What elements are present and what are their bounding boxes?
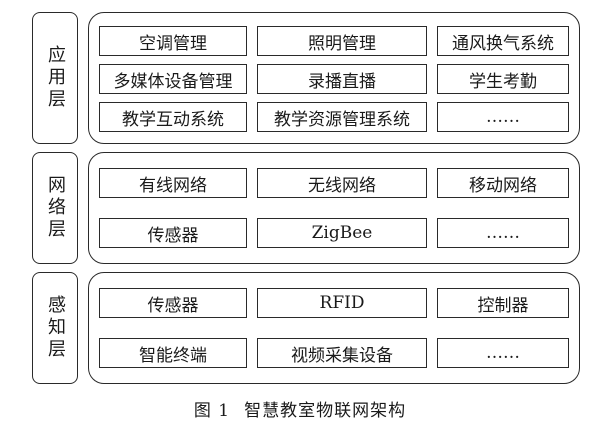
diagram-node: …… — [437, 218, 569, 248]
perception-layer-group: 传感器 RFID 控制器 智能终端 视频采集设备 …… — [88, 272, 580, 384]
diagram-node: 有线网络 — [99, 168, 247, 198]
figure-caption: 图 1 智慧教室物联网架构 — [0, 395, 600, 421]
diagram-node: 无线网络 — [257, 168, 427, 198]
diagram-node: 教学互动系统 — [99, 102, 247, 132]
diagram-node: 学生考勤 — [437, 64, 569, 94]
layer-label-application: 应用层 — [32, 12, 78, 144]
network-layer-group: 有线网络 无线网络 移动网络 传感器 ZigBee …… — [88, 152, 580, 264]
layer-label-text: 应用层 — [45, 45, 66, 111]
diagram-node: 视频采集设备 — [257, 338, 427, 368]
layer-label-text: 感知层 — [45, 295, 66, 361]
diagram-node: 教学资源管理系统 — [257, 102, 427, 132]
diagram-node: 照明管理 — [257, 26, 427, 56]
diagram-node: 移动网络 — [437, 168, 569, 198]
diagram-node: 空调管理 — [99, 26, 247, 56]
figure-number: 图 1 — [193, 400, 231, 421]
diagram-node: 通风换气系统 — [437, 26, 569, 56]
diagram-node: 传感器 — [99, 288, 247, 318]
diagram-node: 控制器 — [437, 288, 569, 318]
layer-label-perception: 感知层 — [32, 272, 78, 384]
application-layer-group: 空调管理 照明管理 通风换气系统 多媒体设备管理 录播直播 学生考勤 教学互动系… — [88, 12, 580, 144]
diagram-node: …… — [437, 102, 569, 132]
diagram-node: RFID — [257, 288, 427, 318]
diagram-node: 传感器 — [99, 218, 247, 248]
figure-title: 智慧教室物联网架构 — [244, 400, 407, 421]
layer-label-text: 网络层 — [45, 175, 66, 241]
diagram-node: 智能终端 — [99, 338, 247, 368]
diagram-node: …… — [437, 338, 569, 368]
diagram-node: 多媒体设备管理 — [99, 64, 247, 94]
layer-label-network: 网络层 — [32, 152, 78, 264]
diagram-node: 录播直播 — [257, 64, 427, 94]
diagram-node: ZigBee — [257, 218, 427, 248]
